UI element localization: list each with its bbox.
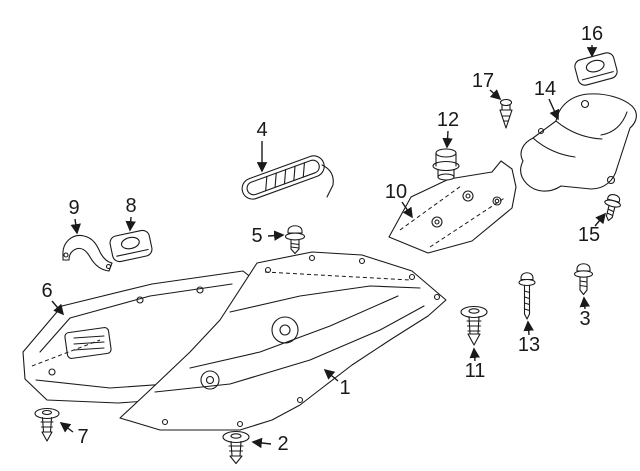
callout-7: 7 <box>77 426 88 448</box>
leader-line-6 <box>51 300 65 316</box>
part-4-sill-strip <box>241 155 334 200</box>
callout-10: 10 <box>385 181 407 203</box>
leader-line-2 <box>251 437 272 449</box>
leader-line-7 <box>59 422 74 433</box>
callout-1: 1 <box>339 377 350 399</box>
callout-9: 9 <box>68 197 79 219</box>
part-2-push-rivet <box>222 430 250 465</box>
part-9-support-bracket <box>62 234 113 272</box>
part-15-screw <box>604 194 621 222</box>
part-13-screw <box>518 272 536 320</box>
part-11-push-rivet <box>460 305 488 346</box>
part-1-underbody-panel-center <box>119 251 447 431</box>
callout-3: 3 <box>579 308 590 330</box>
callout-11: 11 <box>465 360 486 382</box>
part-14-heat-shield <box>520 93 637 192</box>
leader-line-15 <box>594 212 607 227</box>
callout-5: 5 <box>251 225 262 247</box>
callout-16: 16 <box>581 23 603 45</box>
part-5-bolt <box>284 225 306 255</box>
callout-8: 8 <box>125 195 136 217</box>
leader-line-17 <box>489 89 502 101</box>
leader-line-11 <box>469 347 480 362</box>
leader-line-3 <box>579 296 591 310</box>
callout-2: 2 <box>277 433 288 455</box>
leader-line-12 <box>442 130 453 149</box>
part-12-grommet-nut <box>432 148 460 181</box>
part-8-u-clip-nut <box>109 229 153 263</box>
callout-labels: 1 2 3 4 5 6 7 8 9 10 11 12 13 14 15 16 1… <box>41 23 603 455</box>
part-7-push-rivet <box>34 407 60 442</box>
callout-14: 14 <box>534 78 556 100</box>
part-10-splash-shield <box>388 160 517 254</box>
part-16-u-clip-nut <box>574 52 618 86</box>
leader-line-1 <box>323 368 339 382</box>
leader-line-10 <box>401 201 413 219</box>
part-3-bolt <box>573 263 594 296</box>
leader-line-9 <box>70 218 81 235</box>
callout-12: 12 <box>437 109 459 131</box>
callout-15: 15 <box>578 224 600 246</box>
part-17-push-pin <box>499 98 513 129</box>
leader-line-5 <box>267 230 285 241</box>
callout-17: 17 <box>472 70 494 92</box>
leader-line-8 <box>125 216 136 232</box>
leader-lines <box>51 45 607 449</box>
leader-line-13 <box>523 320 534 336</box>
leader-line-14 <box>548 98 560 121</box>
callout-4: 4 <box>256 119 267 141</box>
callout-13: 13 <box>518 334 540 356</box>
callout-6: 6 <box>41 280 52 302</box>
